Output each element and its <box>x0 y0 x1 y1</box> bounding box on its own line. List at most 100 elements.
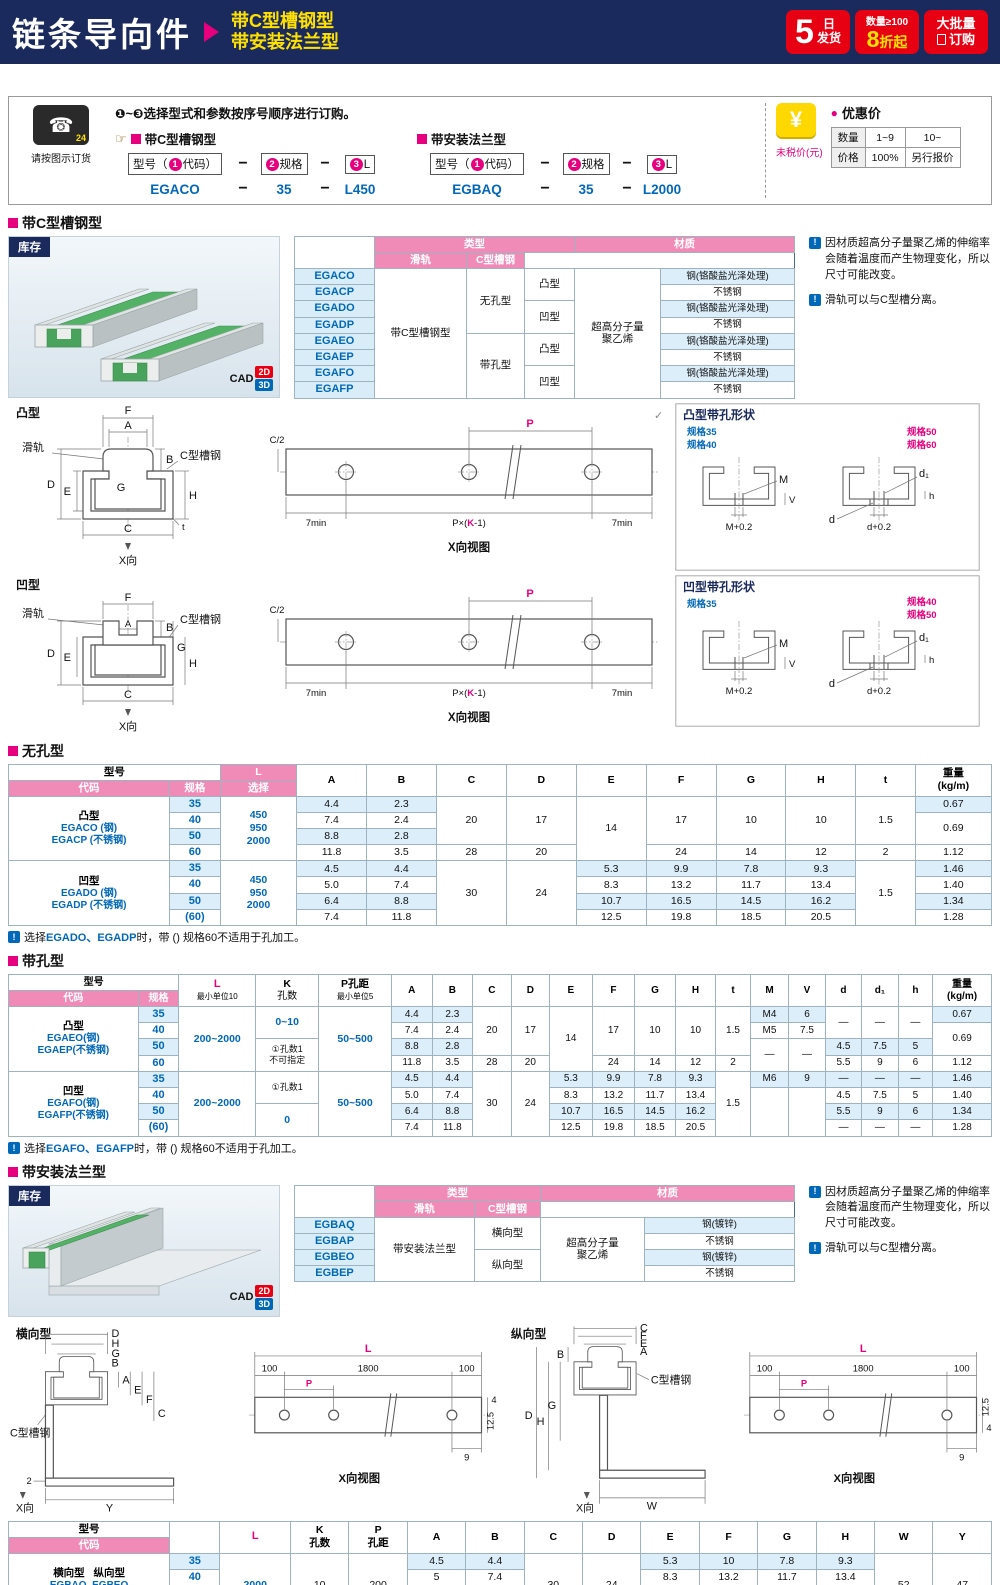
dimension-lines <box>731 620 926 687</box>
price-header-price: 价格 <box>830 147 866 168</box>
table-cell: 选择 <box>219 779 298 797</box>
table-cell: 不锈钢 <box>660 284 796 302</box>
table-cell: 3.5 <box>431 1054 474 1072</box>
table-cell: 16.5 <box>591 1103 636 1121</box>
table-cell: 材质 <box>540 1184 795 1202</box>
table-cell: H <box>785 763 857 797</box>
dim-H: H <box>189 490 197 502</box>
table-cell: E <box>549 974 593 1007</box>
dim-A: A <box>122 1374 130 1386</box>
caption-x-view: X向视图 <box>833 1471 875 1485</box>
dim-d: d <box>829 514 835 526</box>
bullet-square-icon <box>417 133 427 144</box>
qty-threshold: 数量≥100 <box>865 17 909 28</box>
table-cell: 5 <box>897 1038 934 1056</box>
slide-rail-shape <box>53 1355 100 1398</box>
page-title: 链条导向件 <box>12 16 192 53</box>
stock-badge: 库存 <box>9 1185 50 1206</box>
table-cell: 40 <box>169 811 221 829</box>
dim-12-5: 12.5 <box>980 1398 990 1416</box>
table-cell: 5.5 <box>824 1054 863 1072</box>
bullet-square-icon <box>130 133 141 144</box>
table-cell: 18.5 <box>634 1119 676 1137</box>
table-cell: 20 <box>510 1054 551 1072</box>
table-cell: 滑轨 <box>374 252 467 269</box>
table-cell: EGACP <box>294 284 375 302</box>
table-cell: 凹型 <box>523 365 576 399</box>
table-cell: 28 <box>435 844 507 862</box>
spec-50-label: 规格50 <box>907 426 937 438</box>
table-cell: 6 <box>788 1005 826 1024</box>
table-cell: — <box>824 1070 863 1088</box>
table-cell: 35 <box>169 860 221 878</box>
table-cell: V <box>788 974 826 1007</box>
table-cell: C型槽钢 <box>474 1200 541 1218</box>
table-cell: 40 <box>137 1086 180 1105</box>
table-cell: (60) <box>169 908 221 927</box>
table-cell: M <box>749 974 790 1007</box>
table-cell: 12 <box>674 1054 717 1072</box>
spec-35-label: 规格35 <box>687 598 717 610</box>
label-c-channel: C型槽钢 <box>10 1425 50 1439</box>
table-cell: 18.5 <box>715 908 787 927</box>
dim-d1: d₁ <box>919 632 929 644</box>
table-cell: 5.3 <box>549 1070 593 1088</box>
spec-35-label: 规格35 <box>687 426 717 438</box>
table-cell: 代码 <box>7 1536 171 1554</box>
table-cell: 带孔型 <box>466 332 525 399</box>
table-cell: 19.8 <box>645 908 717 927</box>
badge-5day-shipping: 5 日发货 <box>786 10 850 54</box>
table-cell: 35 <box>169 1552 221 1570</box>
table-cell: 不锈钢 <box>644 1265 795 1283</box>
table-cell: 40 <box>169 1568 221 1585</box>
table-cell: 9.9 <box>645 860 717 878</box>
tax-note: 未税价(元) <box>776 148 823 159</box>
table-cell: B <box>431 974 474 1007</box>
price-cell: 另行报价 <box>904 147 961 168</box>
concave-side-view-drawing: C/2 P 7min P×(K-1) 7min X向视图 <box>270 588 658 724</box>
table-cell: 50~500 <box>318 1070 393 1137</box>
table-cell: 200~2000 <box>178 1070 257 1137</box>
table-cell: — <box>897 1070 934 1088</box>
table-cell: 14 <box>575 795 647 862</box>
table-cell: 无孔型 <box>466 268 525 334</box>
dim-A: A <box>640 1345 648 1357</box>
channel-piece-back <box>34 288 198 348</box>
table-cell: t <box>855 763 916 797</box>
table-cell: 3.5 <box>366 844 437 862</box>
drawing-title-lateral: 横向型 <box>16 1327 52 1341</box>
table-cell: 7.4 <box>391 1022 433 1040</box>
table-cell: 1.28 <box>932 1119 992 1137</box>
table-cell: 钢(铬酸盐光泽处理) <box>660 300 796 318</box>
table-cell: 1.46 <box>914 860 993 878</box>
phone-order-area: ☎24 请按图示订货 <box>17 103 105 198</box>
table-cell: EGADP <box>294 316 375 334</box>
table-cell: 0.67 <box>914 795 993 813</box>
table-cell: — <box>897 1005 934 1040</box>
step-2-icon: 2 <box>265 157 279 171</box>
table-cell: 6 <box>897 1103 934 1121</box>
table-cell: EGBEO <box>294 1248 375 1267</box>
concave-hole-shape-drawing: 凹型带孔形状 规格35 规格40 规格50 M V M+0.2 <box>675 574 980 727</box>
dim-4: 4 <box>491 1395 496 1405</box>
spec-40-label: 规格40 <box>687 439 717 451</box>
step-1-icon: 1 <box>470 157 484 171</box>
table-cell: 5 <box>406 1568 467 1585</box>
dim-2: 2 <box>26 1476 31 1486</box>
table-cell: 0~10 <box>255 1005 320 1040</box>
dim-d: d <box>829 678 835 690</box>
table-cell: 1.12 <box>932 1054 992 1072</box>
table-cell: 代码 <box>294 1184 375 1218</box>
bullet-square-icon <box>8 1166 18 1177</box>
table-cell: 7.4 <box>296 908 368 927</box>
dim-C: C <box>124 523 132 535</box>
product-photo-channels <box>34 288 264 382</box>
table-cell: 材质 <box>574 236 796 253</box>
dim-C: C <box>124 689 132 701</box>
